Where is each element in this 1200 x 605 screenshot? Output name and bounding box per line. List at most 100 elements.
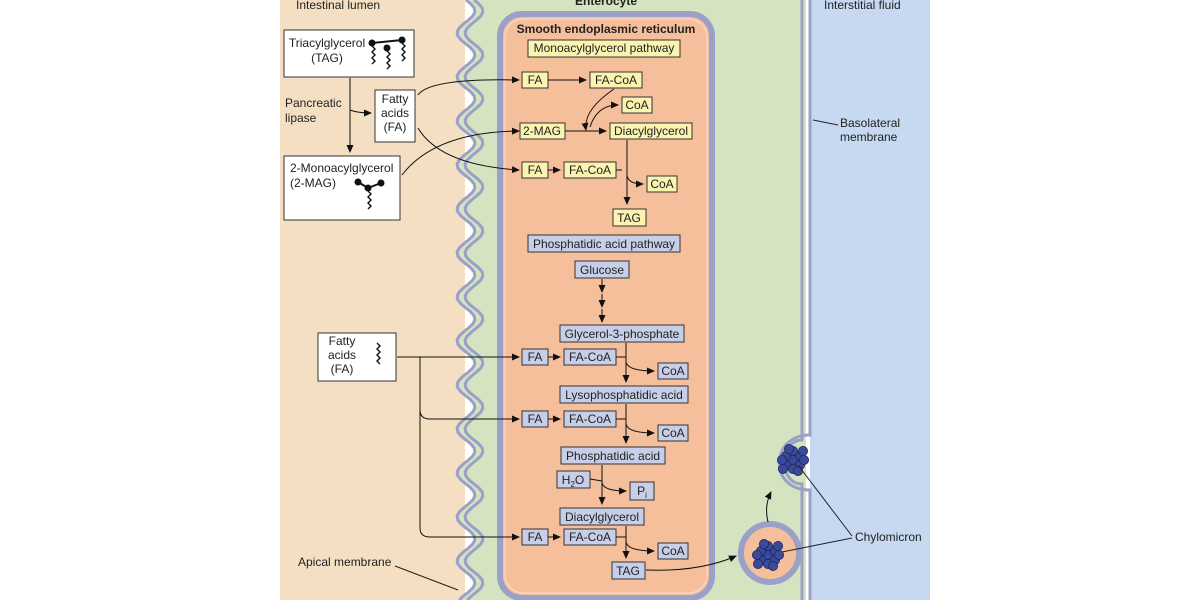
chylomicron-particle-icon — [752, 539, 785, 572]
mag-dag-box — [609, 122, 693, 140]
release-coa-arrow-3 — [625, 361, 655, 375]
mag-pathway-title-box — [527, 39, 681, 58]
fa-lumen-box-top — [374, 89, 416, 143]
release-coa-arrow-1 — [589, 101, 619, 128]
fa-lumen-top-line1: Fatty — [382, 92, 409, 106]
release-coa-arrow-5 — [625, 541, 655, 555]
pa-pathway-title-box — [527, 234, 681, 253]
tag-lumen-line1: Triacylglycerol — [289, 36, 365, 50]
mag-tag-box — [612, 208, 647, 227]
tag-molecule-icon — [368, 36, 406, 70]
pa-tag-label: TAG — [616, 564, 640, 578]
pa-tag-box — [611, 561, 646, 580]
fa-lumen-bottom-line1: Fatty — [329, 334, 356, 348]
intestinal-lumen-label: Intestinal lumen — [296, 0, 380, 12]
mag-dag-label: Diacylglycerol — [614, 124, 688, 138]
fa-top-to-fa-arrow — [417, 76, 520, 96]
fa-lumen-bottom-line3: (FA) — [331, 362, 354, 376]
mag-fa-label-1: FA — [528, 73, 543, 87]
release-pi-arrow — [601, 482, 627, 495]
pa-coa-box-2 — [657, 424, 689, 442]
pi-label: Pi — [637, 484, 647, 500]
smooth-er-inner-edge — [504, 18, 708, 594]
lipase-to-fa-arrow — [349, 109, 372, 117]
fa-bottom-to-fa3-arrow — [419, 357, 520, 541]
basolateral-leader — [812, 119, 839, 126]
lpa-label: Lysophosphatidic acid — [565, 388, 683, 402]
apical-membrane-outer — [455, 0, 477, 602]
mag-coa-box-2 — [646, 175, 678, 193]
pa-dag-label: Diacylglycerol — [565, 510, 639, 524]
fa-lumen-top-line3: (FA) — [384, 120, 407, 134]
mag-lumen-line2: (2-MAG) — [290, 176, 336, 190]
mag-2mag-label: 2-MAG — [523, 124, 561, 138]
basolateral-label-line1: Basolateral — [840, 116, 900, 130]
facoa-to-dag-arrow — [581, 88, 615, 131]
g3p-label: Glycerol-3-phosphate — [565, 327, 680, 341]
pa-fa-label-2: FA — [528, 412, 543, 426]
pancreatic-lipase-line1: Pancreatic — [285, 96, 342, 110]
pa-label: Phosphatidic acid — [566, 449, 660, 463]
tag-lumen-line2: (TAG) — [311, 51, 343, 65]
pa-coa-label-1: CoA — [661, 364, 684, 378]
g3p-box — [559, 324, 685, 343]
h2o-label: H2O — [562, 473, 584, 489]
released-chylomicron-icon — [777, 443, 810, 476]
pa-coa-label-3: CoA — [661, 544, 684, 558]
apical-membrane-inner — [463, 0, 485, 602]
pa-pathway-title: Phosphatidic acid pathway — [533, 237, 675, 251]
h2o-join — [589, 478, 603, 482]
release-coa-arrow-4 — [625, 423, 655, 437]
mag-fa-label-2: FA — [528, 163, 543, 177]
apical-membrane-label: Apical membrane — [298, 555, 392, 569]
pa-fa-label-1: FA — [528, 350, 543, 364]
glucose-box — [574, 260, 630, 279]
pa-coa-label-2: CoA — [661, 426, 684, 440]
mag-to-mag-arrow — [401, 127, 520, 176]
enterocyte-label: Enterocyte — [575, 0, 637, 8]
chylomicron-leader-2 — [781, 537, 853, 553]
tag-to-chylomicron-arrow — [645, 555, 737, 571]
pa-fa-label-3: FA — [528, 530, 543, 544]
mag-coa-box-1 — [621, 96, 653, 114]
pa-facoa-label-3: FA-CoA — [569, 530, 611, 544]
pancreatic-lipase-line2: lipase — [285, 111, 317, 125]
fa-lumen-bottom-line2: acids — [328, 348, 356, 362]
fa-top-to-fa2-arrow — [417, 127, 520, 174]
mag-tag-label: TAG — [617, 211, 641, 225]
glucose-label: Glucose — [580, 263, 624, 277]
interstitial-fluid-label: Interstitial fluid — [824, 0, 901, 12]
mag-facoa-label-2: FA-CoA — [569, 163, 611, 177]
mag-lumen-line1: 2-Monoacylglycerol — [290, 161, 393, 175]
intestinal-lumen-region — [280, 0, 465, 600]
fa-lumen-box-bottom — [317, 332, 397, 382]
mag-facoa-label-1: FA-CoA — [595, 73, 637, 87]
pa-facoa-label-2: FA-CoA — [569, 412, 611, 426]
mag-lumen-box — [283, 155, 401, 221]
mag-coa-label-2: CoA — [650, 177, 673, 191]
pa-dag-box — [559, 507, 645, 526]
vesicle-exocytosis-arrow — [764, 491, 772, 523]
mag-facoa-box-1 — [589, 71, 643, 89]
ser-label: Smooth endoplasmic reticulum — [517, 22, 696, 36]
fatty-acid-squiggle-icon — [376, 342, 381, 365]
basolateral-label-line2: membrane — [840, 130, 898, 144]
mag-pathway-title: Monoacylglycerol pathway — [534, 41, 675, 55]
pa-box — [560, 446, 666, 465]
pa-coa-box-3 — [657, 542, 689, 560]
mag-molecule-icon — [354, 178, 385, 210]
interstitial-region — [810, 0, 930, 600]
tag-lumen-box — [283, 29, 415, 78]
chylomicron-label: Chylomicron — [855, 530, 922, 544]
apical-leader — [394, 565, 459, 591]
chylomicron-leader-1 — [797, 464, 853, 537]
mag-coa-label-1: CoA — [625, 98, 648, 112]
pi-box — [629, 481, 655, 501]
lpa-box — [559, 385, 689, 404]
pa-facoa-label-1: FA-CoA — [569, 350, 611, 364]
pa-coa-box-1 — [657, 362, 689, 380]
release-coa-arrow-2 — [626, 175, 644, 188]
fa-lumen-top-line2: acids — [381, 106, 409, 120]
